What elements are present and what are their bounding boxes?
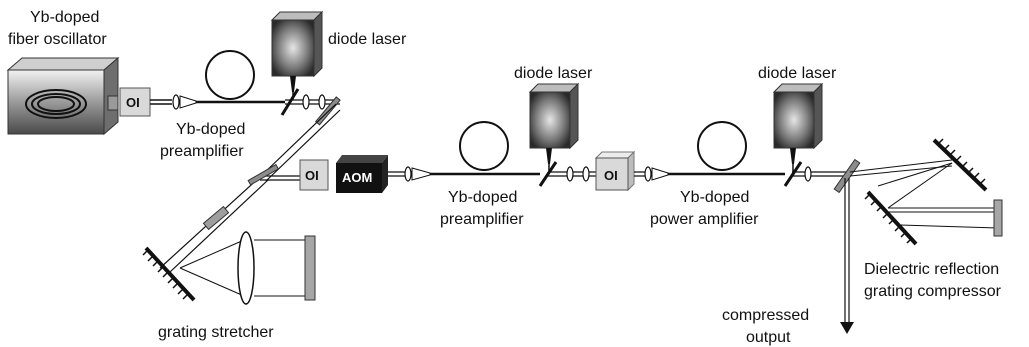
beam-path <box>150 99 172 105</box>
compressor-grating-2 <box>864 190 918 246</box>
collimating-lens <box>804 166 812 182</box>
aom-label: AOM <box>342 170 372 185</box>
coupling-lens <box>404 166 412 182</box>
output-label-line1: compressed <box>722 307 809 324</box>
preamplifier-1-label-line2: preamplifier <box>160 143 244 160</box>
collimating-lens <box>318 94 326 110</box>
fiber-taper <box>651 167 669 181</box>
diode-laser-3 <box>772 82 824 172</box>
preamplifier-2-label-line2: preamplifier <box>440 211 524 228</box>
output-beam <box>844 178 850 322</box>
pickoff-mirror <box>247 163 280 186</box>
output-pickoff-mirror <box>833 158 861 194</box>
fiber-taper <box>411 167 431 181</box>
preamplifier-2-label-line1: Yb-doped <box>448 189 517 206</box>
optical-isolator-3: OI <box>594 150 636 192</box>
coupling-lens <box>644 166 652 182</box>
optical-isolator-2: OI <box>299 159 329 191</box>
dichroic-mirror-2 <box>538 161 558 187</box>
acousto-optic-modulator: AOM <box>336 155 388 193</box>
isolator-1-label: OI <box>126 95 140 110</box>
power-amplifier-fiber <box>668 121 785 176</box>
fiber-taper <box>179 95 197 109</box>
isolator-3-label: OI <box>604 168 618 183</box>
power-amplifier-label-line2: power amplifier <box>650 211 759 228</box>
diode-laser-1-label: diode laser <box>328 31 407 48</box>
dichroic-mirror-3 <box>783 161 803 187</box>
beam-path <box>849 159 999 229</box>
compressor-label-line2: grating compressor <box>864 283 1002 300</box>
diode-laser-2-label: diode laser <box>514 65 593 82</box>
collimating-lens <box>302 94 310 110</box>
optical-isolator-1: OI <box>119 87 151 117</box>
waveplate <box>202 205 230 231</box>
isolator-2-label: OI <box>305 168 319 183</box>
compressor-end-mirror <box>993 199 1003 237</box>
fiber-oscillator <box>6 56 120 136</box>
collimating-lens <box>582 166 590 182</box>
dichroic-mirror-1 <box>280 88 300 116</box>
output-arrow <box>840 322 854 334</box>
preamplifier-1-fiber <box>196 50 285 104</box>
stretcher-end-mirror <box>304 235 316 301</box>
compressor-label-line1: Dielectric reflection <box>864 261 999 278</box>
grating-stretcher-label: grating stretcher <box>158 324 274 341</box>
output-label-line2: output <box>746 329 791 346</box>
diode-laser-3-label: diode laser <box>758 65 837 82</box>
power-amplifier-label-line1: Yb-doped <box>680 189 749 206</box>
collimating-lens <box>566 166 574 182</box>
diode-laser-2 <box>528 82 580 172</box>
diode-laser-1 <box>270 10 324 100</box>
preamplifier-1-label-line1: Yb-doped <box>176 121 245 138</box>
compressor-grating-1 <box>932 138 988 192</box>
stretcher-lens <box>237 231 255 305</box>
grating-stretcher <box>142 231 316 305</box>
preamplifier-2-fiber <box>430 121 540 176</box>
oscillator-label-line1: Yb-doped <box>30 9 99 26</box>
oscillator-label-line2: fiber oscillator <box>8 31 107 48</box>
coupling-lens <box>172 94 180 110</box>
beam-path <box>792 171 850 177</box>
